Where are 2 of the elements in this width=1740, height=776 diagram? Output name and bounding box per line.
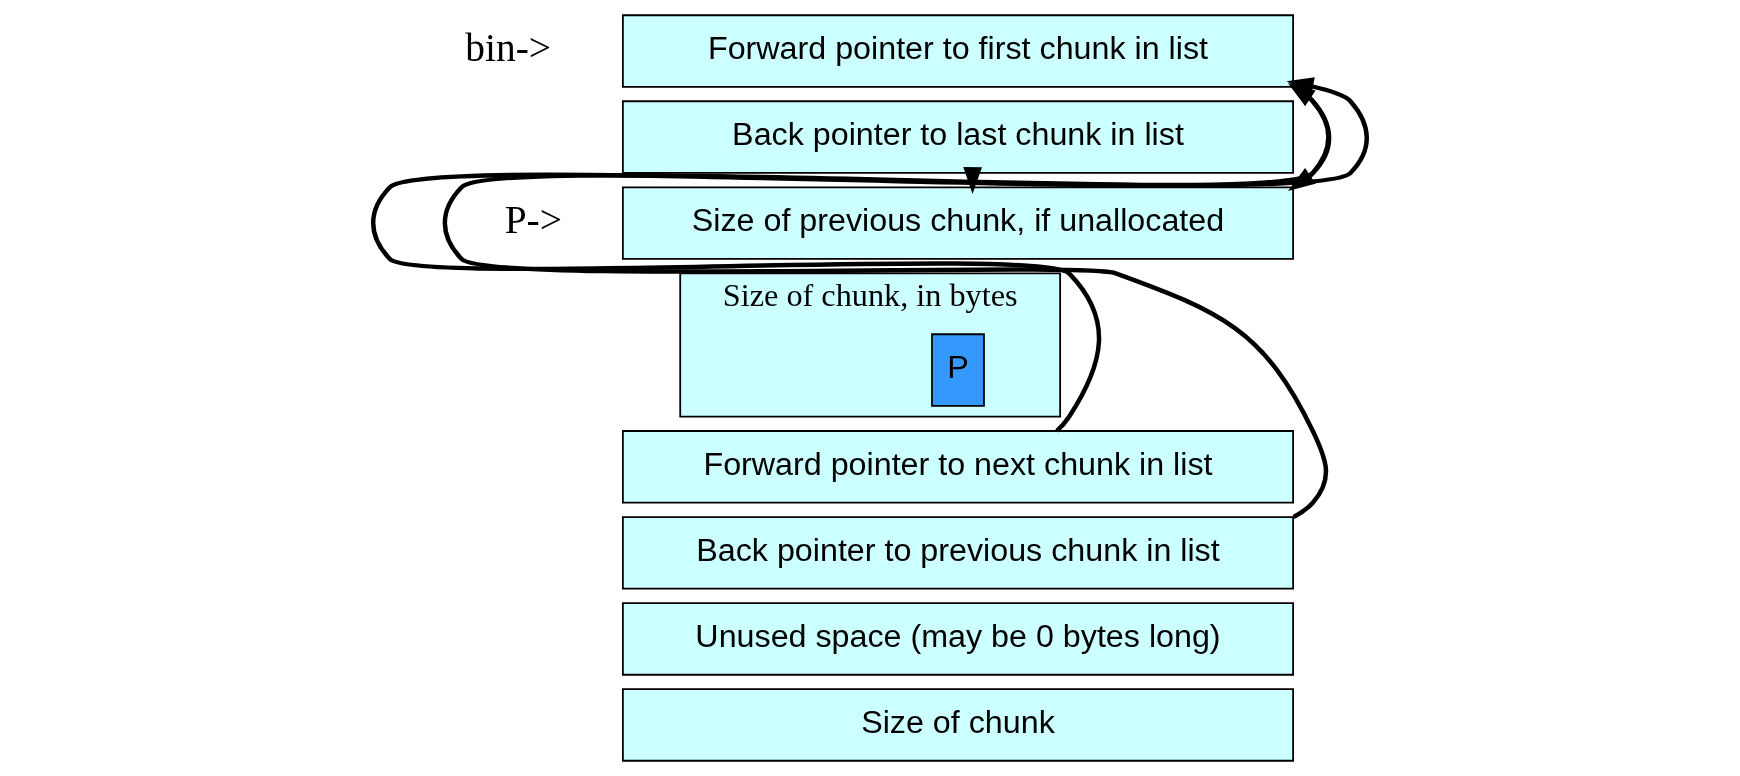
label: P->: [504, 198, 562, 243]
label: bin->: [465, 26, 552, 71]
